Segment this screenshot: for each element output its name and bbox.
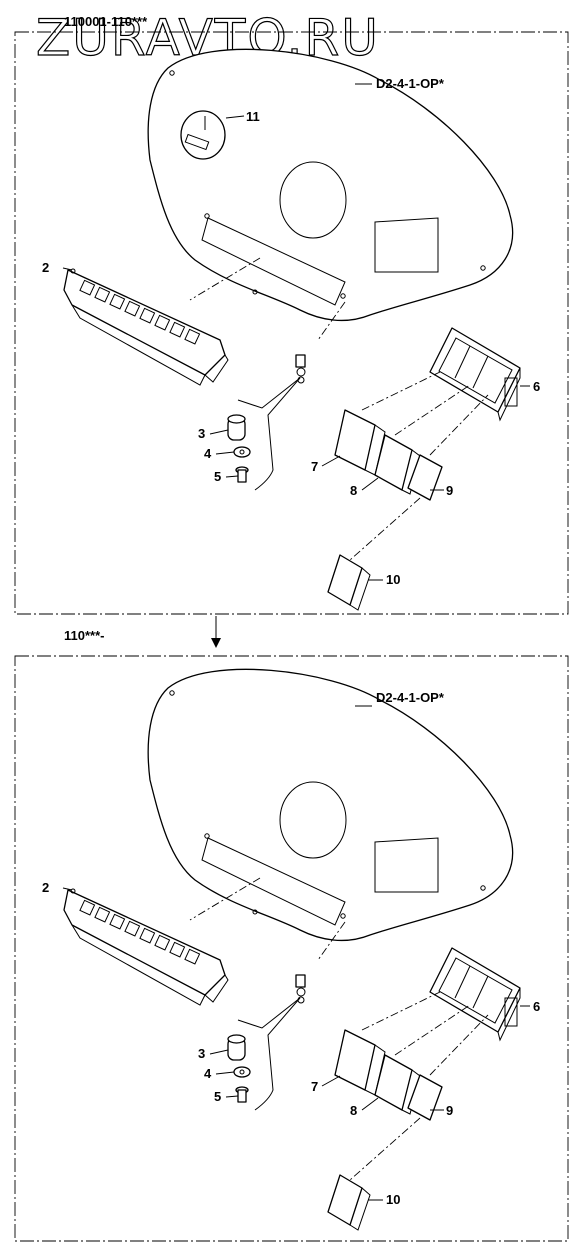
label-11: 11 [246, 109, 260, 124]
gauge-part [180, 110, 226, 160]
label-10-b: 10 [386, 1192, 400, 1207]
ref-code-top: D2-4-1-OP* [376, 76, 445, 91]
top-part-labels: 11 2 3 4 5 6 7 8 9 10 [42, 109, 540, 587]
label-6: 6 [533, 379, 540, 394]
label-3-b: 3 [198, 1046, 205, 1061]
label-3: 3 [198, 426, 205, 441]
label-10: 10 [386, 572, 400, 587]
bottom-assembly [63, 668, 521, 1231]
label-2-b: 2 [42, 880, 49, 895]
label-8: 8 [350, 483, 357, 498]
top-assembly [63, 48, 521, 611]
label-7-b: 7 [311, 1079, 318, 1094]
label-8-b: 8 [350, 1103, 357, 1118]
range-top-label: 110001-110*** [64, 14, 148, 29]
label-6-b: 6 [533, 999, 540, 1014]
label-9: 9 [446, 483, 453, 498]
range-bottom-label: 110***- [64, 628, 104, 643]
label-7: 7 [311, 459, 318, 474]
bottom-part-labels: 2 3 4 5 6 7 8 9 10 [42, 880, 540, 1207]
label-5: 5 [214, 469, 221, 484]
label-9-b: 9 [446, 1103, 453, 1118]
label-5-b: 5 [214, 1089, 221, 1104]
top-frame [14, 31, 569, 615]
label-4: 4 [204, 446, 212, 461]
label-4-b: 4 [204, 1066, 212, 1081]
ref-code-bottom: D2-4-1-OP* [376, 690, 445, 705]
bottom-frame [14, 655, 569, 1242]
label-2: 2 [42, 260, 49, 275]
